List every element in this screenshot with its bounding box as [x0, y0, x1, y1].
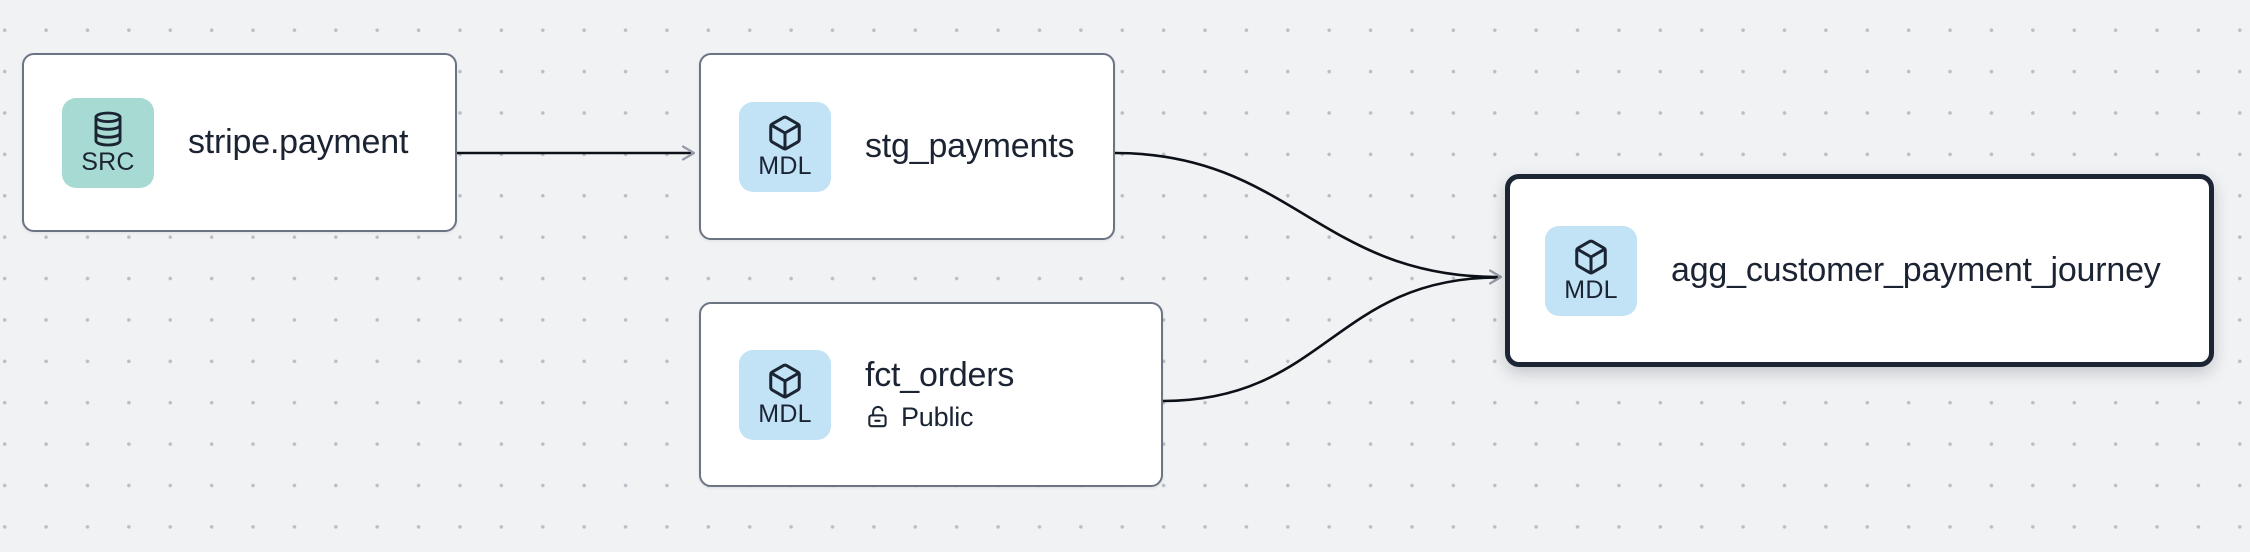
- access-level: Public: [865, 402, 1014, 433]
- unlock-icon: [865, 404, 891, 430]
- cube-icon: [1572, 238, 1610, 276]
- node-title: stripe.payment: [188, 122, 409, 161]
- cube-icon: [766, 114, 804, 152]
- edge-fct-to-agg: [1161, 276, 1499, 403]
- access-level-label: Public: [901, 401, 974, 432]
- badge-label: MDL: [758, 400, 812, 428]
- node-agg-customer-payment-journey[interactable]: MDL agg_customer_payment_journey: [1505, 174, 2214, 367]
- node-fct-orders[interactable]: MDL fct_orders Public: [699, 302, 1163, 487]
- node-title: fct_orders: [865, 356, 1015, 395]
- badge-label: MDL: [758, 152, 812, 180]
- node-type-badge-mdl: MDL: [739, 101, 831, 192]
- node-type-badge-src: SRC: [62, 97, 154, 188]
- cube-icon: [766, 362, 804, 400]
- arrowhead-icon: [1488, 269, 1503, 285]
- database-icon: [89, 110, 127, 148]
- node-stripe-payment[interactable]: SRC stripe.payment: [22, 53, 457, 232]
- node-type-badge-mdl: MDL: [1545, 225, 1637, 316]
- badge-label: SRC: [81, 148, 135, 176]
- edge-stg-to-agg: [1113, 151, 1499, 279]
- node-type-badge-mdl: MDL: [739, 349, 831, 440]
- badge-label: MDL: [1564, 276, 1618, 304]
- node-title: agg_customer_payment_journey: [1671, 250, 2161, 289]
- node-stg-payments[interactable]: MDL stg_payments: [699, 53, 1115, 240]
- arrowhead-icon: [681, 145, 696, 161]
- node-title: stg_payments: [865, 126, 1075, 165]
